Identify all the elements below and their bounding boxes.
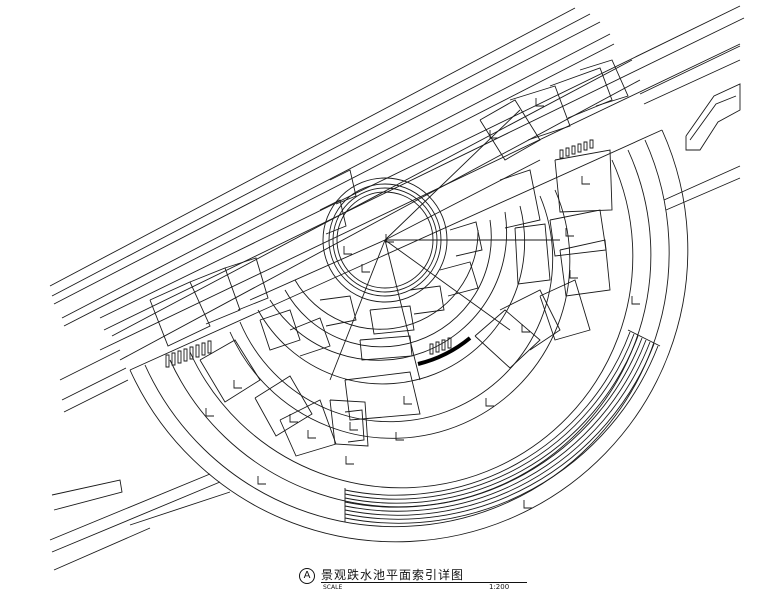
bottom-left-paths xyxy=(50,474,230,570)
index-markers xyxy=(206,98,640,508)
radial-dividers xyxy=(250,110,560,380)
pool-rings xyxy=(230,178,570,438)
step-bars xyxy=(166,140,593,367)
scale-value: 1:200 xyxy=(489,583,510,591)
title-block: A 景观跌水池平面索引详图 SCALE 1:200 xyxy=(299,566,531,596)
right-paths xyxy=(640,46,740,210)
road-lines xyxy=(50,6,744,412)
drawing-title: 景观跌水池平面索引详图 xyxy=(321,568,465,582)
title-underline xyxy=(321,582,527,583)
weir-edge xyxy=(418,338,470,364)
scale-label: SCALE xyxy=(323,584,343,591)
stair-band xyxy=(345,330,660,523)
detail-marker: A xyxy=(299,568,315,584)
terrace-blocks xyxy=(150,60,628,456)
